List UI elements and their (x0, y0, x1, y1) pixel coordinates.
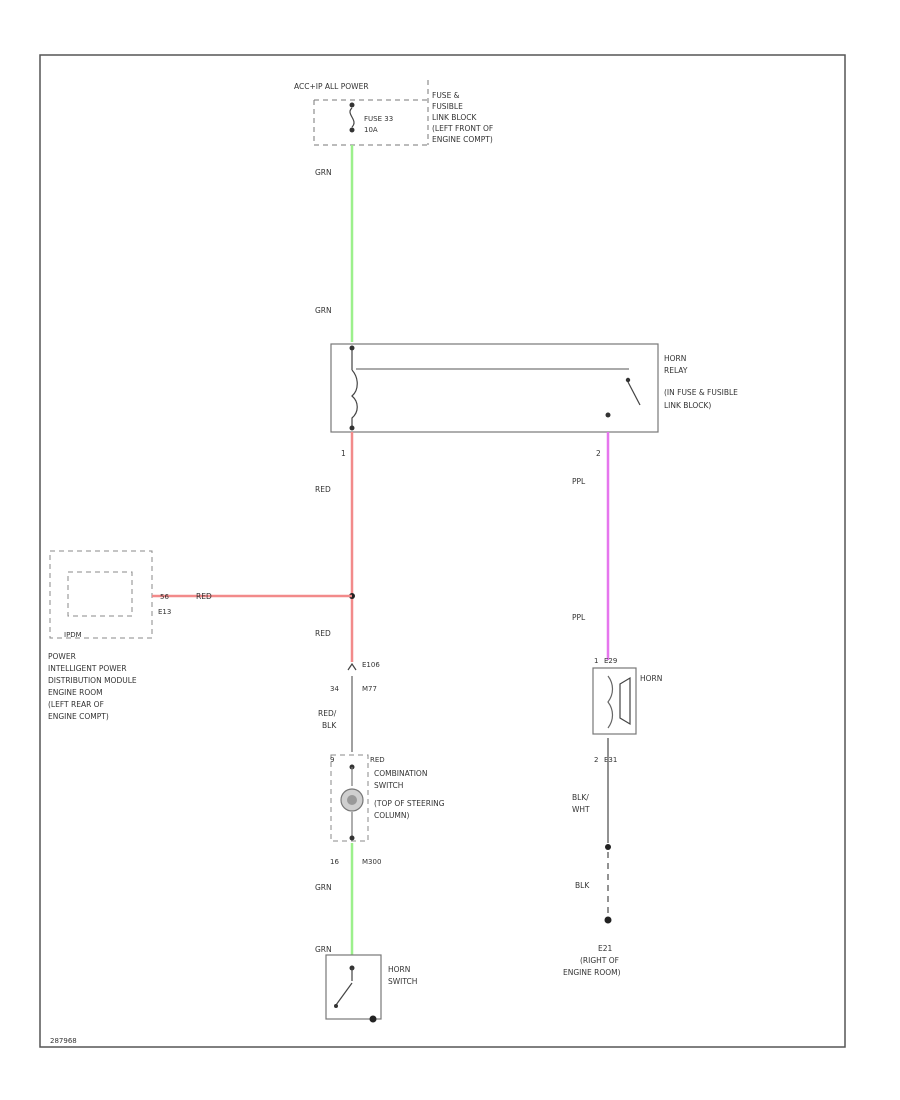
svg-text:INTELLIGENT POWER: INTELLIGENT POWER (48, 664, 127, 673)
wire-label-ppl-2: PPL (572, 613, 586, 622)
ground-point (604, 916, 612, 924)
ipdm-inner-box (67, 571, 133, 617)
svg-text:COLUMN): COLUMN) (374, 811, 410, 820)
horn-switch-ground (369, 1015, 377, 1023)
wire-label-red-blk-2: BLK (322, 721, 337, 730)
ipdm-label: POWER INTELLIGENT POWER DISTRIBUTION MOD… (48, 652, 137, 721)
relay-coil-top-terminal (349, 345, 355, 351)
wire-label-red-blk-1: RED/ (318, 709, 337, 718)
wire-label-grn-lower-1: GRN (315, 883, 332, 892)
ipdm-pin: 56 (160, 593, 169, 601)
svg-text:LINK BLOCK: LINK BLOCK (432, 113, 477, 122)
wire-label-blk: BLK (575, 881, 590, 890)
ipdm-bottom-label: IPDM (64, 631, 82, 639)
relay-coil-bottom-terminal (349, 425, 355, 431)
horn-label: HORN (640, 674, 662, 683)
combination-switch-pin: 9 (330, 756, 334, 764)
horn-coil (607, 675, 614, 729)
svg-text:E21: E21 (598, 944, 613, 953)
horn-switch-pivot (334, 1004, 338, 1008)
ground-label: E21 (RIGHT OF ENGINE ROOM) (563, 944, 621, 977)
ipdm-connector: E13 (158, 608, 171, 616)
connector-m77: M77 (362, 685, 377, 693)
wire-label-grn-upper-2: GRN (315, 306, 332, 315)
horn-switch-arm (335, 982, 353, 1006)
svg-text:ENGINE ROOM): ENGINE ROOM) (563, 968, 621, 977)
horn-pin-1: 1 (594, 657, 598, 665)
svg-text:SWITCH: SWITCH (374, 781, 403, 790)
wire-label-blk-wht-1: BLK/ (572, 793, 589, 802)
svg-text:(LEFT REAR OF: (LEFT REAR OF (48, 700, 104, 709)
connector-e106: E106 (362, 661, 380, 669)
svg-text:FUSIBLE: FUSIBLE (432, 102, 463, 111)
ground-splice-dot (605, 844, 611, 850)
diagram-code: 287968 (50, 1037, 77, 1045)
wire-label-ppl-1: PPL (572, 477, 586, 486)
svg-text:LINK BLOCK): LINK BLOCK) (664, 401, 711, 410)
wire-label-red-ipdm: RED (196, 592, 212, 601)
fuse-symbol (349, 107, 355, 128)
relay-contact-arm (627, 381, 641, 406)
relay-coil (351, 350, 358, 428)
svg-text:FUSE &: FUSE & (432, 91, 460, 100)
relay-pin-1: 1 (341, 449, 346, 458)
relay-pin-2: 2 (596, 449, 601, 458)
wire-label-blk-wht-2: WHT (572, 805, 590, 814)
diagram-border (39, 54, 846, 1048)
combination-switch-label: COMBINATION SWITCH (TOP OF STEERING COLU… (374, 769, 445, 820)
horn-pin-2: 2 (594, 756, 598, 764)
wire-label-grn-lower-2: GRN (315, 945, 332, 954)
svg-text:ENGINE COMPT): ENGINE COMPT) (432, 135, 493, 144)
combination-switch-bottom-terminal (349, 835, 355, 841)
horn-switch-label-1: HORN (388, 965, 410, 974)
svg-text:COMBINATION: COMBINATION (374, 769, 427, 778)
horn-connector-e31: E31 (604, 756, 617, 764)
fuse-top-terminal (349, 102, 355, 108)
fuse-amp: 10A (364, 126, 378, 134)
horn-switch-label-2: SWITCH (388, 977, 417, 986)
connector-m300-pin: 16 (330, 858, 339, 866)
horn-body (592, 667, 637, 735)
horn-relay-label: HORN RELAY (IN FUSE & FUSIBLE LINK BLOCK… (664, 354, 738, 410)
wire-label-grn-upper-1: GRN (315, 168, 332, 177)
wire-label-red-2: RED (315, 629, 331, 638)
svg-text:(TOP OF STEERING: (TOP OF STEERING (374, 799, 445, 808)
wire-label-red-1: RED (315, 485, 331, 494)
ipdm-outer-box (49, 550, 153, 639)
svg-text:(IN FUSE & FUSIBLE: (IN FUSE & FUSIBLE (664, 388, 738, 397)
svg-text:HORN: HORN (664, 354, 686, 363)
combination-switch-box (330, 754, 369, 842)
fuse-label: FUSE 33 (364, 115, 393, 123)
svg-text:(LEFT FRONT OF: (LEFT FRONT OF (432, 124, 493, 133)
fuse-block-label: FUSE & FUSIBLE LINK BLOCK (LEFT FRONT OF… (432, 91, 493, 144)
relay-contact-point (605, 412, 611, 418)
horn-icon (619, 676, 631, 726)
clock-spring-inner (347, 795, 357, 805)
svg-text:(RIGHT OF: (RIGHT OF (580, 956, 619, 965)
svg-text:ENGINE COMPT): ENGINE COMPT) (48, 712, 109, 721)
horn-connector-e29: E29 (604, 657, 617, 665)
connector-m300: M300 (362, 858, 381, 866)
svg-text:POWER: POWER (48, 652, 76, 661)
fuse-bottom-terminal (349, 127, 355, 133)
relay-contact-pivot (625, 377, 631, 383)
horn-relay-box (330, 343, 659, 433)
horn-switch-box (325, 954, 382, 1020)
power-source-label: ACC+IP ALL POWER (294, 82, 369, 91)
connector-m77-pin: 34 (330, 685, 339, 693)
svg-text:DISTRIBUTION MODULE: DISTRIBUTION MODULE (48, 676, 137, 685)
connector-e106-symbol (347, 662, 357, 671)
svg-text:ENGINE ROOM: ENGINE ROOM (48, 688, 103, 697)
combination-switch-wire: RED (370, 756, 385, 764)
svg-text:RELAY: RELAY (664, 366, 688, 375)
